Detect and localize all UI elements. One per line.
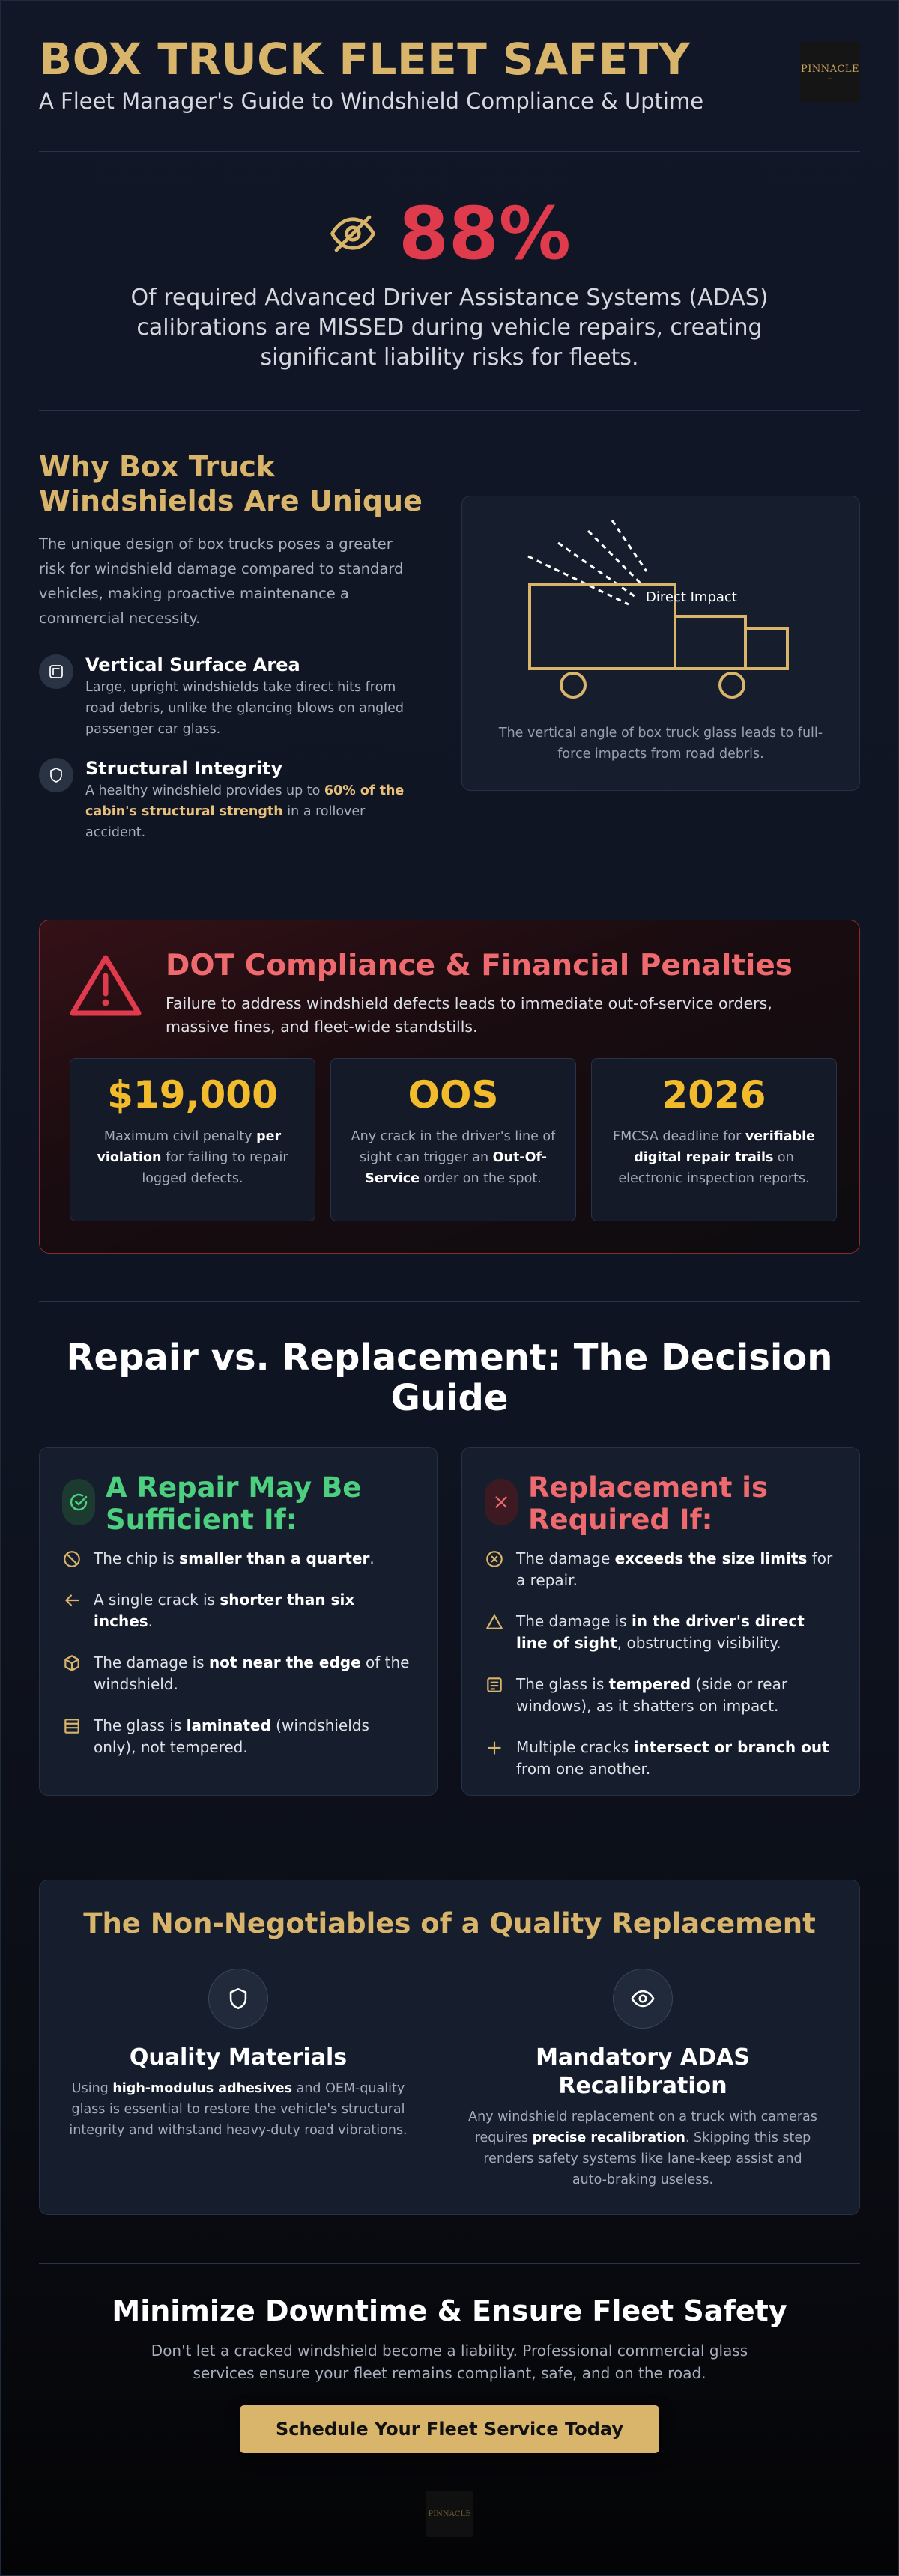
feature-vertical-surface: Vertical Surface Area Large, upright win…	[39, 653, 429, 740]
repair-title: A Repair May Be Sufficient If:	[106, 1471, 362, 1536]
ban-icon	[64, 1551, 80, 1567]
check-circle-icon	[62, 1479, 95, 1525]
feature-text: Large, upright windshields take direct h…	[85, 680, 404, 737]
card-text: FMCSA deadline for verifiable digital re…	[613, 1129, 815, 1186]
item-text: Any windshield replacement on a truck wi…	[468, 2109, 817, 2187]
window-icon	[39, 654, 73, 689]
penalty-card: $19,000 Maximum civil penalty per violat…	[70, 1058, 315, 1221]
deadline-card: 2026 FMCSA deadline for verifiable digit…	[591, 1058, 837, 1221]
quality-materials-item: Quality Materials Using high-modulus adh…	[62, 1969, 414, 2141]
layers-icon	[64, 1719, 79, 1734]
list-item: Multiple cracks intersect or branch out …	[485, 1737, 838, 1780]
shield-icon	[39, 758, 73, 792]
feature-title: Structural Integrity	[85, 758, 283, 779]
triangle-icon	[486, 1614, 503, 1629]
divider	[39, 2263, 860, 2264]
stat-section: 88% Of required Advanced Driver Assistan…	[39, 189, 860, 373]
non-negotiables-section: The Non-Negotiables of a Quality Replace…	[39, 1880, 860, 2215]
cta-section: Minimize Downtime & Ensure Fleet Safety …	[39, 2293, 860, 2453]
card-value: $19,000	[107, 1073, 278, 1117]
list-item: The damage is not near the edge of the w…	[62, 1652, 416, 1695]
schedule-service-button[interactable]: Schedule Your Fleet Service Today	[240, 2405, 659, 2453]
feature-title: Vertical Surface Area	[85, 654, 300, 675]
why-title: Why Box Truck Windshields Are Unique	[39, 450, 423, 517]
diagram-caption: The vertical angle of box truck glass le…	[498, 726, 823, 762]
divider	[39, 1301, 860, 1302]
divider	[39, 410, 860, 411]
diagram-label: Direct Impact	[646, 589, 737, 605]
arrow-left-icon	[65, 1594, 79, 1606]
document-icon	[487, 1677, 502, 1692]
list-item: The chip is smaller than a quarter.	[62, 1548, 416, 1570]
item-title: Quality Materials	[129, 2044, 348, 2071]
dot-title: DOT Compliance & Financial Penalties	[166, 949, 793, 982]
replace-column: Replacement is Required If: The damage e…	[461, 1447, 860, 1796]
eye-off-icon	[330, 215, 375, 252]
shield-icon	[208, 1969, 268, 2029]
stat-text: Of required Advanced Driver Assistance S…	[130, 285, 769, 371]
card-value: OOS	[408, 1073, 499, 1117]
list-item: The glass is laminated (windshields only…	[62, 1715, 416, 1758]
header: BOX TRUCK FLEET SAFETY A Fleet Manager's…	[39, 33, 860, 153]
card-value: 2026	[662, 1073, 766, 1117]
dot-section: DOT Compliance & Financial Penalties Fai…	[39, 920, 860, 1254]
plus-icon	[488, 1741, 501, 1755]
page-title: BOX TRUCK FLEET SAFETY	[39, 34, 691, 85]
company-logo: PINNACLE —	[800, 42, 860, 102]
why-intro: The unique design of box trucks poses a …	[39, 535, 404, 627]
feature-structural-integrity: Structural Integrity A healthy windshiel…	[39, 756, 429, 843]
list-item: The damage is in the driver's direct lin…	[485, 1611, 838, 1654]
feature-text: A healthy windshield provides up to 60% …	[85, 783, 405, 840]
item-title: Mandatory ADAS Recalibration	[536, 2044, 750, 2099]
oos-card: OOS Any crack in the driver's line of si…	[330, 1058, 576, 1221]
repair-column: A Repair May Be Sufficient If: The chip …	[39, 1447, 438, 1796]
cube-icon	[64, 1655, 79, 1671]
divider	[39, 151, 860, 152]
item-text: Using high-modulus adhesives and OEM-qua…	[69, 2081, 408, 2138]
cta-title: Minimize Downtime & Ensure Fleet Safety	[112, 2294, 787, 2327]
nonneg-title: The Non-Negotiables of a Quality Replace…	[83, 1907, 816, 1939]
warning-icon	[70, 955, 142, 1016]
why-section: Why Box Truck Windshields Are Unique The…	[39, 449, 860, 840]
stat-value: 88%	[399, 192, 571, 276]
truck-diagram-card: Direct Impact The vertical angle of box …	[461, 496, 860, 791]
card-text: Any crack in the driver's line of sight …	[351, 1129, 556, 1186]
decision-section: Repair vs. Replacement: The Decision Gui…	[39, 1337, 860, 1418]
card-text: Maximum civil penalty per violation for …	[97, 1129, 288, 1186]
truck-icon	[528, 583, 789, 699]
dot-lead: Failure to address windshield defects le…	[166, 994, 772, 1036]
cta-text: Don't let a cracked windshield become a …	[151, 2342, 748, 2382]
eye-icon	[613, 1969, 673, 2029]
x-icon	[485, 1479, 518, 1525]
list-item: The glass is tempered (side or rear wind…	[485, 1674, 838, 1717]
debris-lines	[527, 520, 648, 606]
list-item: A single crack is shorter than six inche…	[62, 1589, 416, 1632]
page-subtitle: A Fleet Manager's Guide to Windshield Co…	[39, 88, 704, 114]
truck-diagram: Direct Impact	[527, 520, 789, 699]
decision-title: Repair vs. Replacement: The Decision Gui…	[66, 1337, 833, 1419]
adas-recalibration-item: Mandatory ADAS Recalibration Any windshi…	[467, 1969, 819, 2190]
footer-logo: PINNACLE	[426, 2491, 473, 2537]
logo-text: PINNACLE	[800, 63, 860, 75]
list-item: The damage exceeds the size limits for a…	[485, 1548, 838, 1591]
logo-tagline: —	[828, 76, 832, 81]
replace-title: Replacement is Required If:	[528, 1471, 769, 1536]
x-circle-icon	[486, 1551, 503, 1567]
